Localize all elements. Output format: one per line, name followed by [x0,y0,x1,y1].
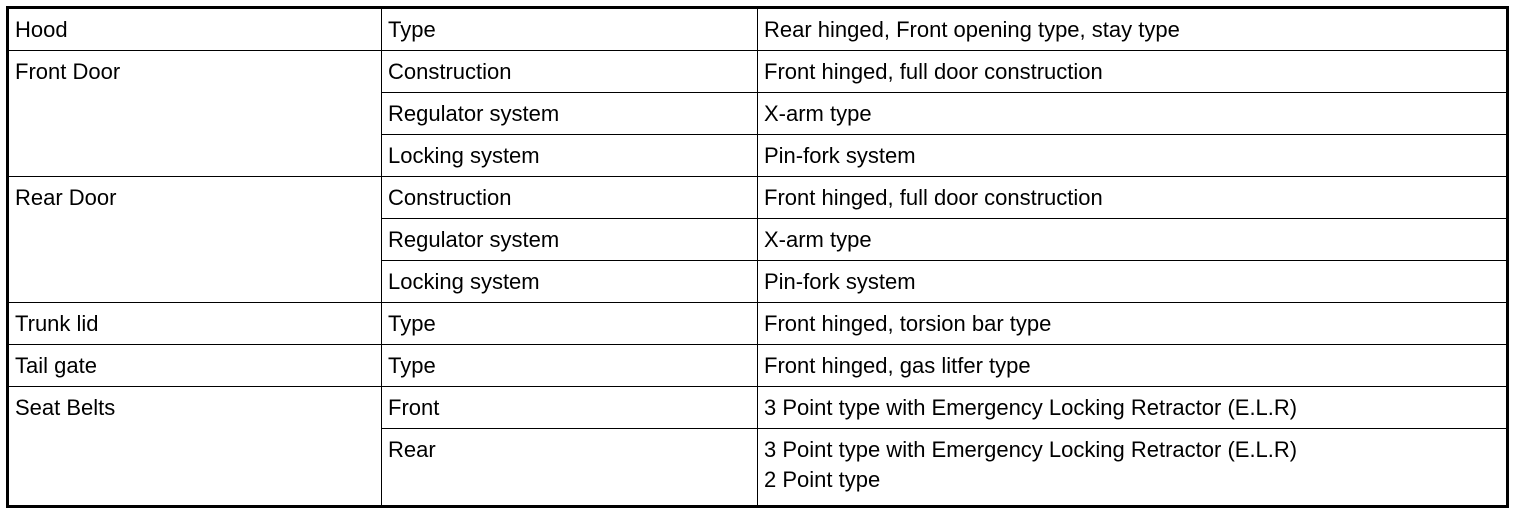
item-cell: Rear [381,428,758,507]
item-cell: Construction [381,176,758,219]
component-cell: Front Door [7,50,382,177]
specification-table: Hood Type Rear hinged, Front opening typ… [6,6,1509,508]
description-cell: Front hinged, gas litfer type [757,344,1508,387]
table-row: Tail gate Type Front hinged, gas litfer … [7,344,1508,387]
description-cell: Rear hinged, Front opening type, stay ty… [757,7,1508,51]
item-cell: Type [381,7,758,51]
table-row: Rear Door Construction Front hinged, ful… [7,176,1508,303]
description-cell: Front hinged, full door construction [757,176,1508,219]
description-cell: 3 Point type with Emergency Locking Retr… [757,428,1508,507]
description-cell: Pin-fork system [757,260,1508,303]
table-row: Hood Type Rear hinged, Front opening typ… [7,7,1508,51]
description-cell: X-arm type [757,218,1508,261]
item-cell: Type [381,344,758,387]
item-cell: Type [381,302,758,345]
component-cell: Hood [7,7,382,51]
table-row: Seat Belts Front 3 Point type with Emerg… [7,386,1508,507]
component-cell: Rear Door [7,176,382,303]
table-row: Trunk lid Type Front hinged, torsion bar… [7,302,1508,345]
table-row: Front Door Construction Front hinged, fu… [7,50,1508,177]
item-cell: Regulator system [381,218,758,261]
table-row: Regulator system X-arm type [8,92,1508,135]
item-cell: Locking system [381,260,758,303]
component-cell: Tail gate [7,344,382,387]
description-cell: Front hinged, torsion bar type [757,302,1508,345]
component-cell: Trunk lid [7,302,382,345]
description-cell: Pin-fork system [757,134,1508,177]
description-cell: X-arm type [757,92,1508,135]
item-cell: Regulator system [381,92,758,135]
item-cell: Locking system [381,134,758,177]
table-row: Regulator system X-arm type [8,218,1508,261]
table-row: Rear 3 Point type with Emergency Locking… [8,428,1508,507]
item-cell: Front [381,386,758,429]
description-line: 3 Point type with Emergency Locking Retr… [764,437,1298,462]
description-line: 2 Point type [764,467,881,492]
description-cell: Front hinged, full door construction [757,50,1508,93]
component-cell: Seat Belts [7,386,382,507]
item-cell: Construction [381,50,758,93]
description-cell: 3 Point type with Emergency Locking Retr… [757,386,1508,429]
